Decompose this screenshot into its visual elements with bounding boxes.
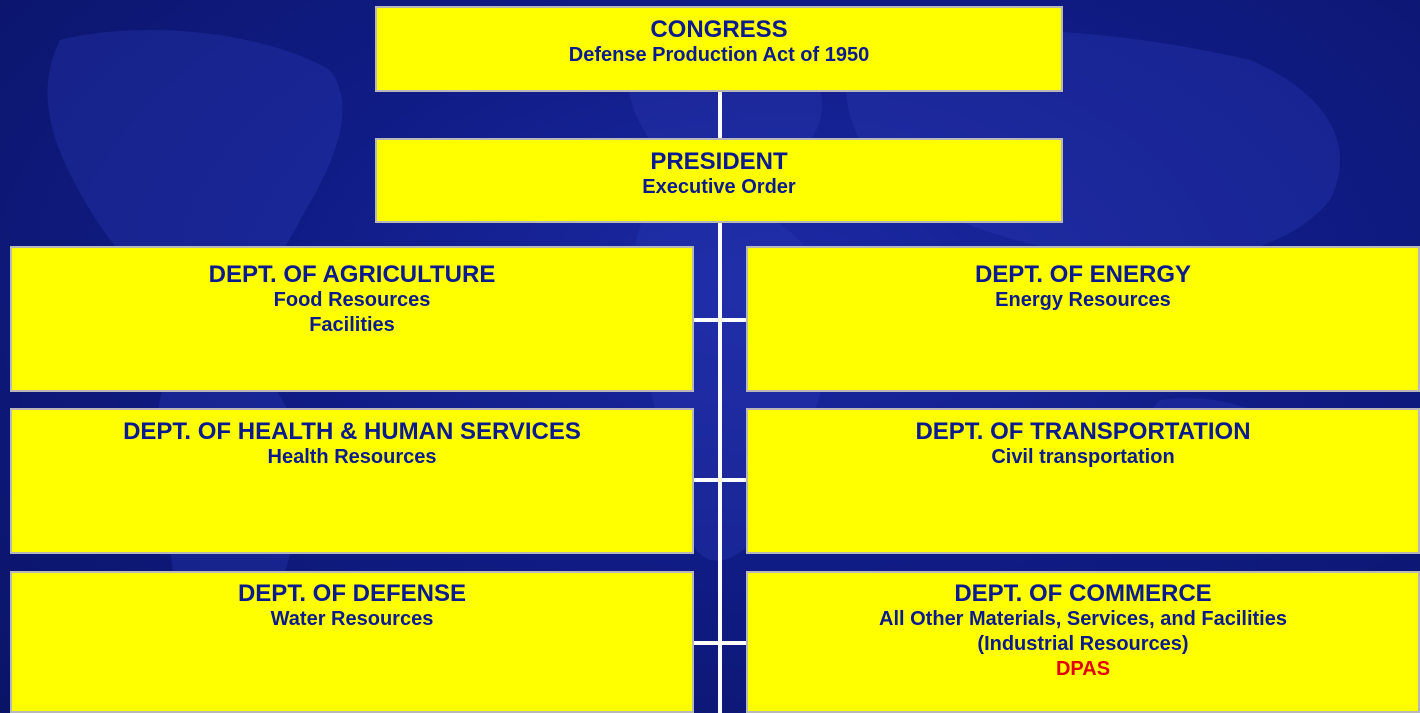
transportation-line-1: Civil transportation	[991, 446, 1175, 468]
health-box: DEPT. OF HEALTH & HUMAN SERVICES Health …	[10, 408, 694, 554]
president-title: PRESIDENT	[650, 148, 788, 175]
connector-defense-commerce	[694, 641, 746, 645]
defense-box: DEPT. OF DEFENSE Water Resources	[10, 571, 694, 713]
commerce-line-2: (Industrial Resources)	[977, 633, 1189, 655]
defense-line-1: Water Resources	[270, 608, 434, 630]
agriculture-line-1: Food Resources	[273, 289, 431, 311]
president-box: PRESIDENT Executive Order	[375, 138, 1063, 223]
commerce-box: DEPT. OF COMMERCE All Other Materials, S…	[746, 571, 1420, 713]
congress-title: CONGRESS	[650, 16, 788, 43]
connector-trunk	[718, 223, 722, 713]
congress-subtitle: Defense Production Act of 1950	[568, 44, 870, 66]
dpas-label: DPAS	[1055, 658, 1111, 680]
energy-box: DEPT. OF ENERGY Energy Resources	[746, 246, 1420, 392]
commerce-title: DEPT. OF COMMERCE	[954, 580, 1212, 607]
agriculture-line-2: Facilities	[309, 314, 395, 336]
defense-title: DEPT. OF DEFENSE	[237, 580, 467, 607]
energy-line-1: Energy Resources	[995, 289, 1171, 311]
commerce-line-1: All Other Materials, Services, and Facil…	[879, 608, 1287, 630]
health-title: DEPT. OF HEALTH & HUMAN SERVICES	[123, 418, 581, 445]
connector-health-transportation	[694, 478, 746, 482]
agriculture-box: DEPT. OF AGRICULTURE Food Resources Faci…	[10, 246, 694, 392]
health-line-1: Health Resources	[267, 446, 437, 468]
transportation-title: DEPT. OF TRANSPORTATION	[915, 418, 1251, 445]
agriculture-title: DEPT. OF AGRICULTURE	[208, 261, 496, 288]
energy-title: DEPT. OF ENERGY	[974, 261, 1192, 288]
president-subtitle: Executive Order	[642, 176, 796, 198]
transportation-box: DEPT. OF TRANSPORTATION Civil transporta…	[746, 408, 1420, 554]
congress-box: CONGRESS Defense Production Act of 1950	[375, 6, 1063, 92]
connector-agriculture-energy	[694, 318, 746, 322]
connector-congress-president	[718, 92, 722, 138]
